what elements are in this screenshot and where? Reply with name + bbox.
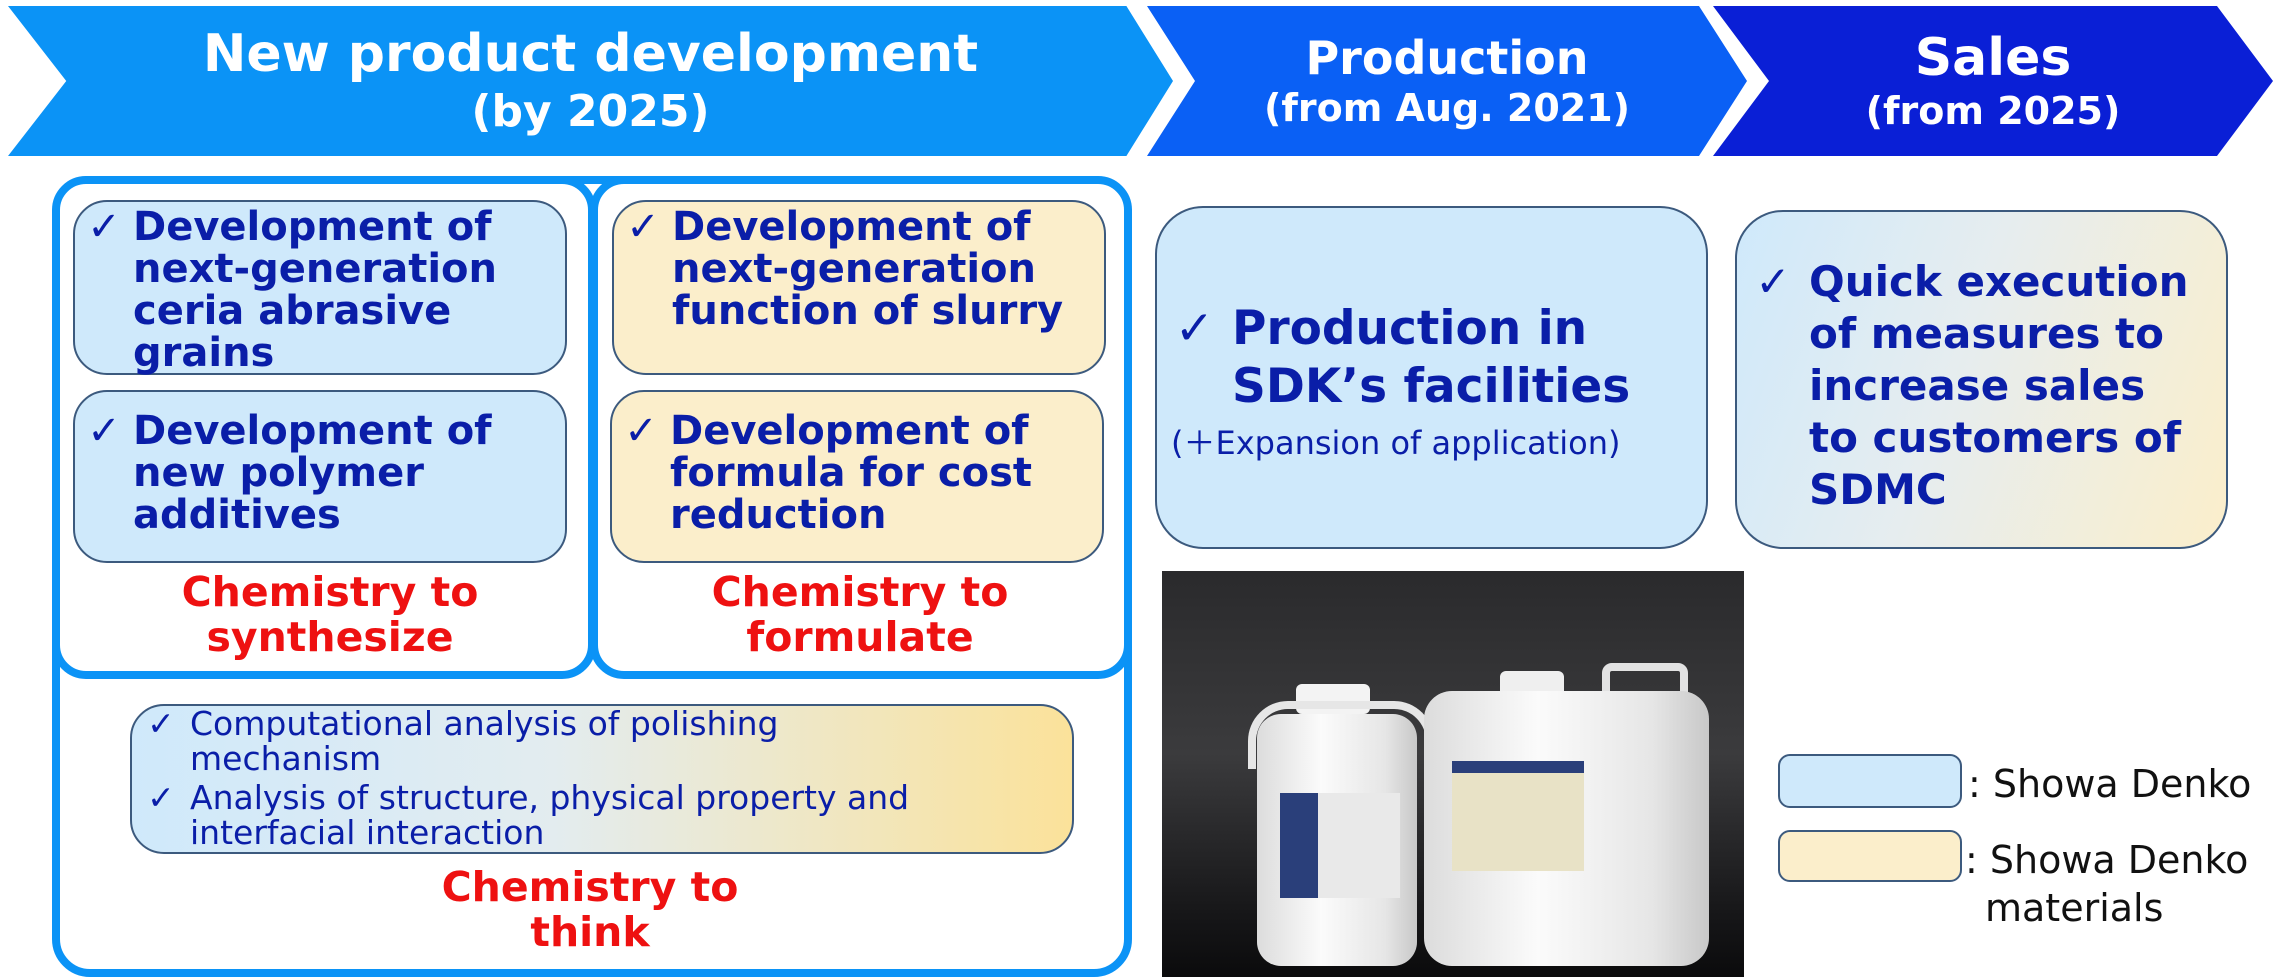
legend-label-showa-denko: : Showa Denko xyxy=(1968,762,2252,806)
label-chemistry-to-synthesize: Chemistry to synthesize xyxy=(181,568,479,662)
item-polymer-additives: ✓ Development of new polymer additives xyxy=(73,390,567,563)
legend-label-line-1: : Showa Denko xyxy=(1965,838,2249,882)
production-main-text: Production in SDK’s facilities xyxy=(1232,301,1631,414)
check-icon: ✓ xyxy=(87,408,121,454)
dev-period: (by 2025) xyxy=(471,85,710,137)
item-analysis-box: ✓ Computational analysis of polishing me… xyxy=(130,704,1074,854)
dev-title: New product development xyxy=(202,24,979,85)
sales-box: ✓ Quick execution of measures to increas… xyxy=(1735,210,2228,549)
legend-swatch-showa-denko xyxy=(1778,754,1962,808)
item-text: Development of formula for cost reductio… xyxy=(670,408,1033,538)
production-title: Production xyxy=(1305,31,1589,86)
sales-text: Quick execution of measures to increase … xyxy=(1809,257,2189,514)
label-chemistry-to-formulate: Chemistry to formulate xyxy=(711,568,1009,662)
item-text: Development of next-generation function … xyxy=(672,204,1064,334)
production-period: (from Aug. 2021) xyxy=(1263,85,1631,130)
arrow-new-product-development: New product development (by 2025) xyxy=(8,6,1173,156)
small-bottle-cap xyxy=(1296,684,1370,714)
check-icon: ✓ xyxy=(147,704,175,743)
check-icon: ✓ xyxy=(147,778,175,817)
product-photo xyxy=(1162,571,1744,977)
analysis-item-1: Computational analysis of polishing mech… xyxy=(190,704,779,778)
sales-title: Sales xyxy=(1914,27,2072,88)
legend-label-showa-denko-materials: : Showa Denko materials xyxy=(1965,836,2248,932)
item-text: Development of next-generation ceria abr… xyxy=(133,204,498,376)
analysis-item-2: Analysis of structure, physical property… xyxy=(190,778,910,852)
sales-period: (from 2025) xyxy=(1865,89,2121,134)
label-chemistry-to-think: Chemistry to think xyxy=(441,863,739,957)
legend-label-line-2: materials xyxy=(1985,886,2164,930)
production-sub-text: (＋Expansion of application) xyxy=(1171,424,1621,462)
arrow-sales: Sales (from 2025) xyxy=(1713,6,2273,156)
legend-swatch-showa-denko-materials xyxy=(1778,830,1962,882)
item-cost-reduction-formula: ✓ Development of formula for cost reduct… xyxy=(610,390,1104,563)
large-can-label xyxy=(1452,761,1584,871)
check-icon: ✓ xyxy=(1755,257,1791,306)
item-ceria-abrasive-grains: ✓ Development of next-generation ceria a… xyxy=(73,200,567,375)
check-icon: ✓ xyxy=(626,204,660,250)
check-icon: ✓ xyxy=(87,204,121,250)
check-icon: ✓ xyxy=(1174,301,1215,356)
item-text: Development of new polymer additives xyxy=(133,408,492,538)
arrow-production: Production (from Aug. 2021) xyxy=(1147,6,1747,156)
small-bottle-label xyxy=(1280,793,1400,898)
check-icon: ✓ xyxy=(624,408,658,454)
item-slurry-function: ✓ Development of next-generation functio… xyxy=(612,200,1106,375)
production-box: ✓ Production in SDK’s facilities (＋Expan… xyxy=(1155,206,1708,549)
